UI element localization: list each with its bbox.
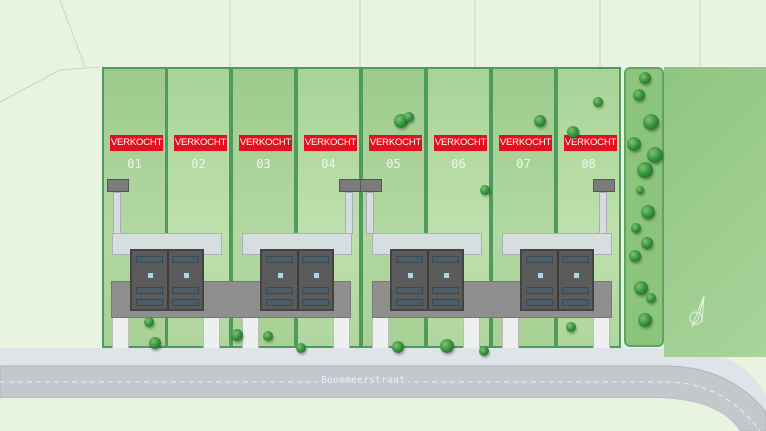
skylight [574, 273, 579, 278]
tree [638, 313, 652, 327]
tree [567, 126, 579, 138]
solar-panel [266, 299, 293, 306]
status-badge: VERKOCHT [174, 135, 227, 151]
driveway [502, 318, 519, 348]
status-badge: VERKOCHT [110, 135, 163, 151]
house-pair [260, 249, 334, 311]
plot-number: 03 [256, 157, 271, 171]
tree [144, 317, 154, 327]
tree [534, 115, 546, 127]
north-arrow-icon [689, 295, 705, 327]
solar-panel [136, 287, 163, 294]
solar-panel [526, 256, 553, 263]
garden-path [113, 192, 121, 234]
skylight [444, 273, 449, 278]
solar-panel [172, 299, 199, 306]
tree [643, 114, 659, 130]
solar-panel [526, 287, 553, 294]
driveway [112, 318, 129, 348]
driveway [203, 318, 220, 348]
driveway [333, 318, 350, 348]
status-badge: VERKOCHT [564, 135, 617, 151]
tree [404, 112, 414, 122]
plot-number: 02 [191, 157, 206, 171]
status-badge: VERKOCHT [369, 135, 422, 151]
green-area [664, 67, 766, 357]
solar-panel [432, 299, 459, 306]
shed [360, 179, 382, 192]
status-badge: VERKOCHT [239, 135, 292, 151]
solar-panel [396, 287, 423, 294]
driveway [463, 318, 480, 348]
skylight [314, 273, 319, 278]
garden-path [366, 192, 374, 234]
plot-number: 08 [581, 157, 596, 171]
driveway [593, 318, 610, 348]
solar-panel [562, 287, 589, 294]
tree [392, 341, 404, 353]
solar-panel [396, 299, 423, 306]
tree [231, 329, 243, 341]
street-name: Boommeerstraat [318, 375, 409, 386]
solar-panel [172, 287, 199, 294]
solar-panel [266, 256, 293, 263]
tree [629, 250, 641, 262]
tree [637, 162, 653, 178]
status-badge: VERKOCHT [304, 135, 357, 151]
solar-panel [302, 287, 329, 294]
solar-panel [136, 256, 163, 263]
status-badge: VERKOCHT [434, 135, 487, 151]
house-pair [390, 249, 464, 311]
skylight [184, 273, 189, 278]
plot-number: 07 [516, 157, 531, 171]
tree [627, 137, 641, 151]
solar-panel [562, 256, 589, 263]
plot-number: 01 [127, 157, 142, 171]
tree [631, 223, 641, 233]
solar-panel [266, 287, 293, 294]
solar-panel [526, 299, 553, 306]
skylight [278, 273, 283, 278]
tree [480, 185, 490, 195]
tree [647, 147, 663, 163]
garden-path [599, 192, 607, 234]
driveway [372, 318, 389, 348]
solar-panel [396, 256, 423, 263]
solar-panel [432, 287, 459, 294]
skylight [148, 273, 153, 278]
skylight [408, 273, 413, 278]
solar-panel [302, 256, 329, 263]
status-badge: VERKOCHT [499, 135, 552, 151]
tree [636, 186, 644, 194]
tree [641, 237, 653, 249]
solar-panel [302, 299, 329, 306]
plot-number: 04 [321, 157, 336, 171]
tree [593, 97, 603, 107]
tree [634, 281, 648, 295]
tree [296, 343, 306, 353]
tree [633, 89, 645, 101]
solar-panel [172, 256, 199, 263]
house-pair [520, 249, 594, 311]
plot-number: 05 [386, 157, 401, 171]
plot-number: 06 [451, 157, 466, 171]
shed [593, 179, 615, 192]
driveway [242, 318, 259, 348]
shed [107, 179, 129, 192]
tree [566, 322, 576, 332]
tree [479, 346, 489, 356]
solar-panel [562, 299, 589, 306]
house-pair [130, 249, 204, 311]
tree [440, 339, 454, 353]
shed [339, 179, 361, 192]
solar-panel [136, 299, 163, 306]
tree [149, 337, 161, 349]
skylight [538, 273, 543, 278]
tree [639, 72, 651, 84]
tree [641, 205, 655, 219]
garden-path [345, 192, 353, 234]
tree [646, 293, 656, 303]
tree [263, 331, 273, 341]
solar-panel [432, 256, 459, 263]
